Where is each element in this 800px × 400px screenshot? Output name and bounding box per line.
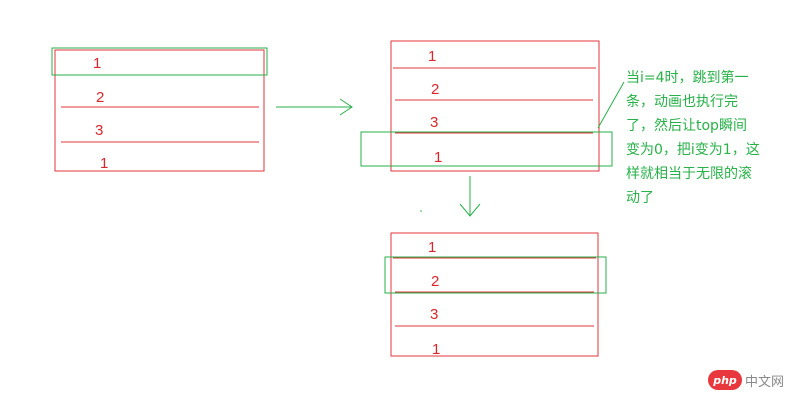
list-item: 3	[95, 122, 103, 139]
highlight-window	[51, 47, 268, 76]
list-box	[390, 232, 599, 357]
list-item: 1	[100, 155, 108, 172]
list-item: 1	[93, 55, 101, 72]
watermark-text: 中文网	[745, 374, 785, 390]
list-item: 3	[430, 306, 438, 323]
list-item: 3	[430, 114, 438, 131]
arrow-down-icon	[459, 176, 481, 217]
list-item: 1	[434, 149, 442, 166]
php-logo-icon: php	[708, 370, 742, 390]
list-panel-before-jump: 1 2 3 1	[51, 47, 268, 172]
highlight-window	[384, 256, 607, 294]
list-panel-at-i-4: 1 2 3 1	[360, 40, 613, 172]
annotation-note: 当i=4时，跳到第一 条，动画也执行完 了，然后让top瞬间 变为0，把i变为1…	[626, 70, 760, 206]
watermark: php 中文网	[708, 369, 784, 391]
list-item: 2	[431, 273, 439, 290]
list-item: 1	[428, 48, 436, 65]
highlight-window	[360, 131, 613, 167]
list-box	[390, 40, 600, 172]
list-item: 1	[432, 341, 440, 358]
stray-dot	[420, 210, 422, 212]
arrow-right-icon	[276, 98, 353, 116]
list-item: 2	[431, 81, 439, 98]
list-box	[54, 49, 265, 172]
annotation-pointer	[597, 81, 625, 129]
list-panel-after-reset: 1 2 3 1	[384, 232, 607, 358]
list-item: 2	[96, 89, 104, 106]
list-item: 1	[428, 239, 436, 256]
